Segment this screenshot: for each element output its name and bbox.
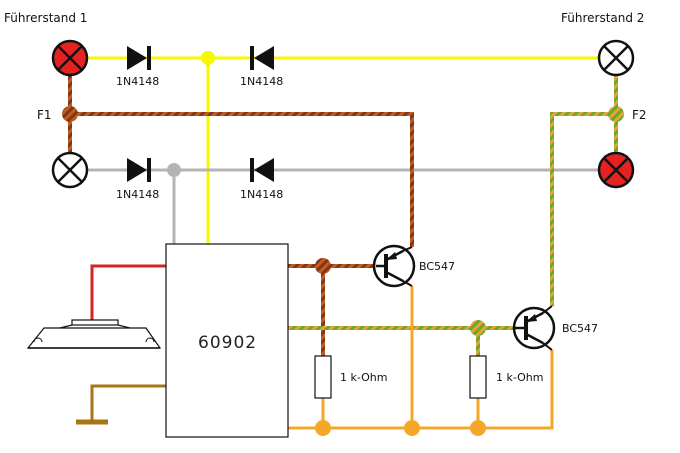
- label-ic: 60902: [198, 333, 257, 353]
- wire-f2: [288, 58, 618, 356]
- junction-t2-base: [470, 320, 486, 336]
- junction-yellow: [201, 51, 215, 65]
- junction-orange-1: [315, 420, 331, 436]
- lamp-icon: [597, 151, 635, 189]
- label-station-1: Führerstand 1: [4, 11, 87, 25]
- junction-orange-2: [404, 420, 420, 436]
- resistor-icon: [314, 355, 332, 399]
- junction-t1-base: [315, 258, 331, 274]
- lamp-icon: [51, 39, 89, 77]
- label-f2: F2: [632, 108, 647, 122]
- lamp-icon: [51, 151, 89, 189]
- transistor-icon: [512, 305, 556, 351]
- speaker-icon: [26, 319, 162, 349]
- ic-icon: [165, 243, 289, 438]
- transistor-icon: [372, 244, 416, 288]
- junction-f1: [62, 106, 78, 122]
- label-resistor-r1: 1 k-Ohm: [340, 371, 388, 384]
- label-transistor-t2: BC547: [562, 322, 598, 335]
- label-transistor-t1: BC547: [419, 260, 455, 273]
- wire-gray: [70, 168, 616, 244]
- junction-f2: [608, 106, 624, 122]
- resistor-icon: [469, 355, 487, 399]
- label-resistor-r2: 1 k-Ohm: [496, 371, 544, 384]
- wire-red: [90, 264, 166, 320]
- label-diode-d2: 1N4148: [240, 75, 283, 88]
- junction-orange-3: [470, 420, 486, 436]
- junction-gray: [167, 163, 181, 177]
- wire-ground: [76, 384, 166, 425]
- label-diode-d4: 1N4148: [240, 188, 283, 201]
- wire-yellow: [70, 56, 616, 244]
- label-diode-d1: 1N4148: [116, 75, 159, 88]
- label-diode-d3: 1N4148: [116, 188, 159, 201]
- diode-icon: [250, 158, 274, 182]
- diode-icon: [250, 46, 274, 70]
- label-station-2: Führerstand 2: [561, 11, 644, 25]
- label-f1: F1: [37, 108, 52, 122]
- diode-icon: [127, 158, 151, 182]
- lamp-icon: [597, 39, 635, 77]
- diode-icon: [127, 46, 151, 70]
